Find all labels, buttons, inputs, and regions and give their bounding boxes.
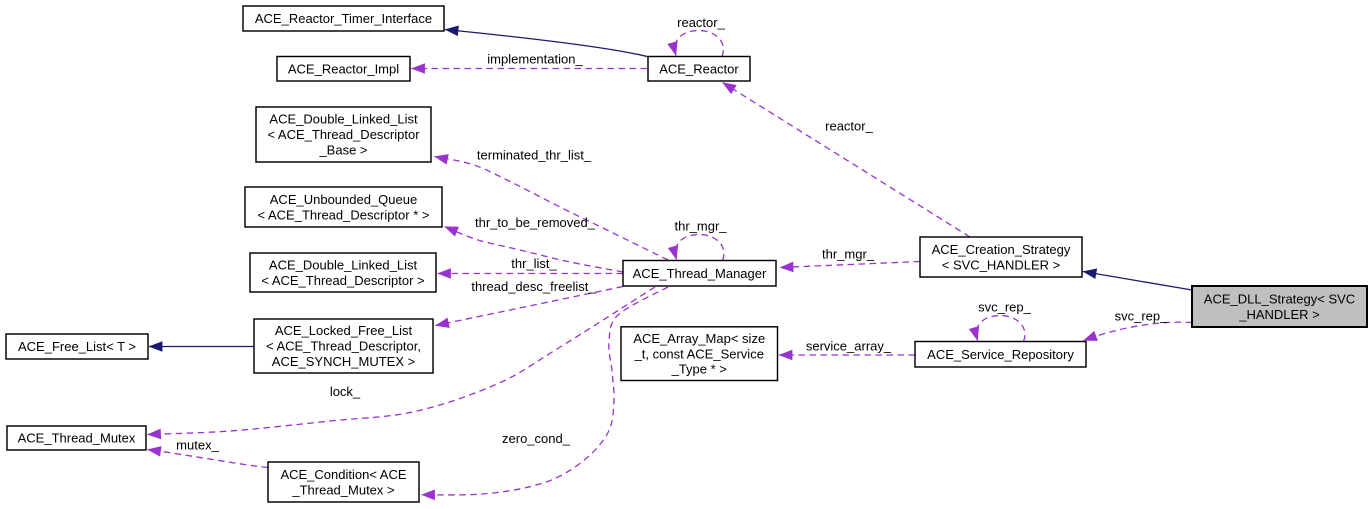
svg-text:service_array_: service_array_ <box>806 339 892 354</box>
svg-text:thread_desc_freelist_: thread_desc_freelist_ <box>471 279 596 294</box>
svg-text:_Type * >: _Type * > <box>671 362 727 377</box>
svg-text:thr_mgr_: thr_mgr_ <box>822 247 875 262</box>
svg-text:ACE_Service_Repository: ACE_Service_Repository <box>927 347 1074 362</box>
svg-text:svc_rep_: svc_rep_ <box>978 300 1032 315</box>
svg-text:ACE_Reactor_Impl: ACE_Reactor_Impl <box>288 61 399 76</box>
svg-text:ACE_Locked_Free_List: ACE_Locked_Free_List <box>275 323 413 338</box>
svg-text:zero_cond_: zero_cond_ <box>502 431 571 446</box>
svg-text:_Base >: _Base > <box>318 143 367 158</box>
svg-text:ACE_DLL_Strategy< SVC: ACE_DLL_Strategy< SVC <box>1204 291 1355 306</box>
svg-text:< ACE_Thread_Descriptor,: < ACE_Thread_Descriptor, <box>266 339 421 354</box>
svg-text:ACE_Thread_Manager: ACE_Thread_Manager <box>633 266 767 281</box>
svg-text:lock_: lock_ <box>330 384 361 399</box>
svg-text:thr_to_be_removed_: thr_to_be_removed_ <box>475 215 596 230</box>
svg-text:_Thread_Mutex >: _Thread_Mutex > <box>291 482 394 497</box>
svg-text:mutex_: mutex_ <box>176 438 219 453</box>
svg-text:ACE_Free_List< T >: ACE_Free_List< T > <box>18 339 136 354</box>
svg-text:ACE_Reactor: ACE_Reactor <box>659 61 739 76</box>
svg-text:< ACE_Thread_Descriptor: < ACE_Thread_Descriptor <box>267 127 420 142</box>
svg-text:ACE_Double_Linked_List: ACE_Double_Linked_List <box>269 257 418 272</box>
svg-text:svc_rep_: svc_rep_ <box>1115 309 1169 324</box>
svg-text:< ACE_Thread_Descriptor * >: < ACE_Thread_Descriptor * > <box>258 207 430 222</box>
svg-text:implementation_: implementation_ <box>487 52 583 67</box>
svg-text:< ACE_Thread_Descriptor >: < ACE_Thread_Descriptor > <box>261 273 424 288</box>
svg-text:ACE_Thread_Mutex: ACE_Thread_Mutex <box>18 431 136 446</box>
svg-text:ACE_Reactor_Timer_Interface: ACE_Reactor_Timer_Interface <box>255 11 432 26</box>
svg-text:thr_mgr_: thr_mgr_ <box>674 219 727 234</box>
svg-text:reactor_: reactor_ <box>825 119 873 134</box>
svg-text:ACE_Unbounded_Queue: ACE_Unbounded_Queue <box>270 192 417 207</box>
svg-text:< SVC_HANDLER >: < SVC_HANDLER > <box>942 257 1061 272</box>
svg-text:thr_list_: thr_list_ <box>511 256 557 271</box>
svg-text:reactor_: reactor_ <box>677 15 725 30</box>
svg-text:terminated_thr_list_: terminated_thr_list_ <box>477 148 592 163</box>
svg-text:ACE_Creation_Strategy: ACE_Creation_Strategy <box>932 242 1071 257</box>
svg-text:ACE_Double_Linked_List: ACE_Double_Linked_List <box>269 112 418 127</box>
svg-text:ACE_Array_Map< size: ACE_Array_Map< size <box>633 331 765 346</box>
svg-text:ACE_Condition< ACE: ACE_Condition< ACE <box>280 467 406 482</box>
svg-text:_HANDLER >: _HANDLER > <box>1238 307 1320 322</box>
svg-text:_t, const ACE_Service: _t, const ACE_Service <box>634 346 764 361</box>
svg-text:ACE_SYNCH_MUTEX >: ACE_SYNCH_MUTEX > <box>272 354 415 369</box>
